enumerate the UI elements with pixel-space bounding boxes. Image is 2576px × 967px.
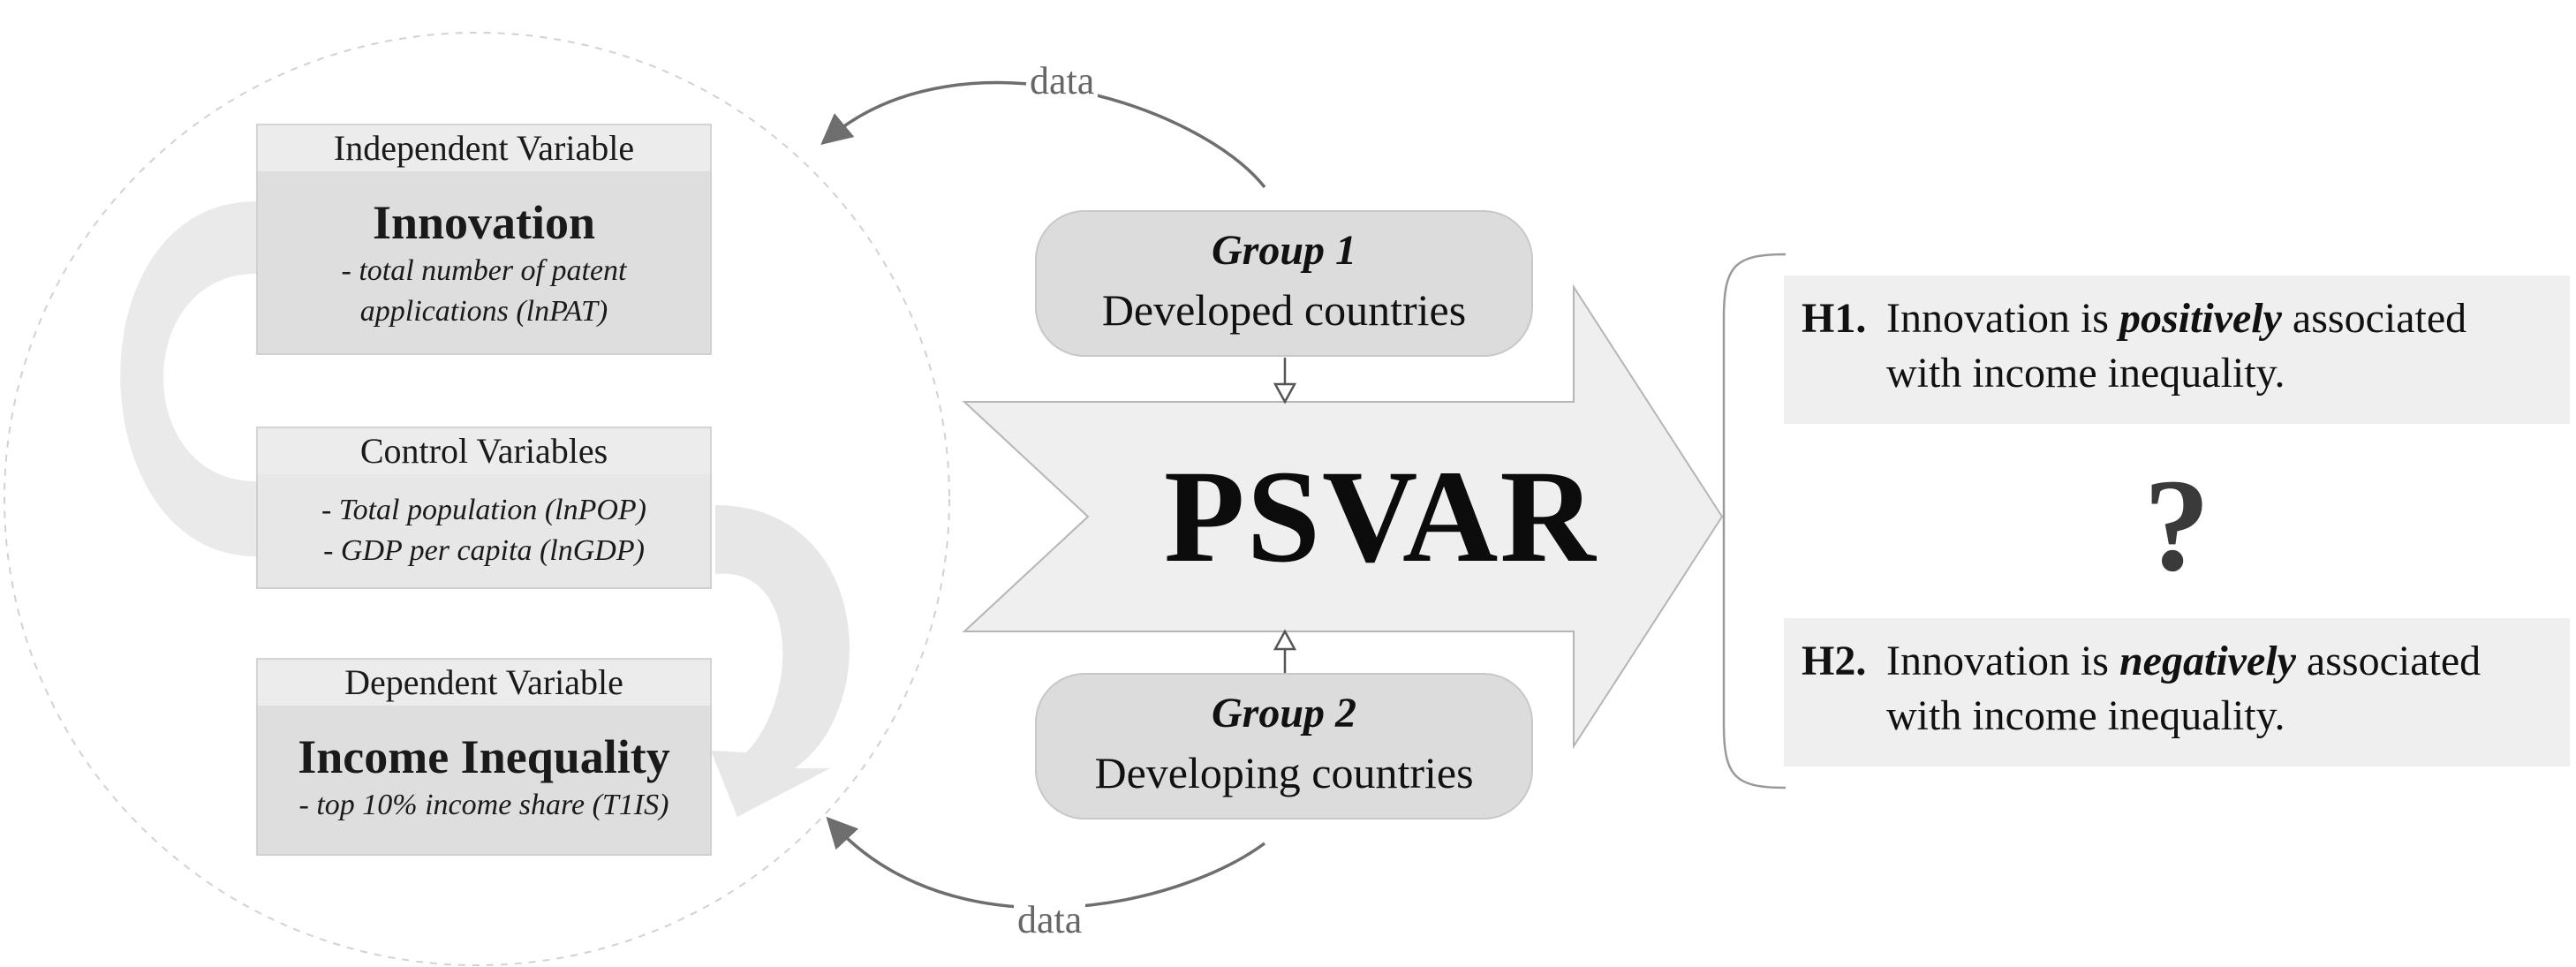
group1-box: Group 1 Developed countries (1035, 210, 1533, 357)
group2-subtitle: Developing countries (1094, 748, 1474, 797)
data-label-top: data (1026, 62, 1099, 101)
hypothesis-h1-before: Innovation is (1886, 295, 2119, 342)
independent-variable-header-text: Independent Variable (333, 128, 635, 168)
control-item-population: - Total population (lnPOP) (321, 494, 647, 526)
hypothesis-h2: H2. Innovation is negatively associated … (1784, 618, 2570, 767)
control-variables-header: Control Variables (256, 427, 712, 476)
innovation-desc-line1: - total number of patent (341, 254, 627, 287)
hypothesis-h1-text: Innovation is positively associated (1886, 291, 2466, 346)
hypothesis-h1-after: associated (2281, 295, 2467, 342)
hypothesis-h2-id: H2. (1802, 638, 1867, 684)
hypothesis-h2-line1: H2. Innovation is negatively associated (1802, 634, 2556, 689)
data-arrow-bottom (826, 816, 1266, 910)
group1-arrowhead (1273, 382, 1297, 404)
hypothesis-h1-line2: with income inequality. (1886, 350, 2285, 397)
hypothesis-h1: H1. Innovation is positively associated … (1784, 276, 2570, 424)
innovation-desc-line2: applications (lnPAT) (359, 295, 608, 328)
dependent-variable-header: Dependent Variable (256, 658, 712, 707)
question-mark: ? (2143, 452, 2210, 599)
group2-box: Group 2 Developing countries (1035, 673, 1533, 820)
hypothesis-h1-line2-row: with income inequality. (1802, 346, 2556, 401)
income-inequality-title: Income Inequality (298, 730, 670, 783)
dependent-variable-box: Income Inequality - top 10% income share… (256, 706, 712, 856)
hypothesis-h2-text: Innovation is negatively associated (1886, 634, 2481, 689)
independent-variable-box: Innovation - total number of patent appl… (256, 171, 712, 355)
group2-title: Group 2 (1211, 690, 1357, 737)
hypothesis-h2-line2-row: with income inequality. (1802, 689, 2556, 744)
psvar-label: PSVAR (1164, 443, 1598, 590)
group1-subtitle: Developed countries (1101, 285, 1467, 335)
group1-title: Group 1 (1211, 227, 1357, 274)
hypotheses-brace (1722, 253, 1787, 789)
independent-variable-header: Independent Variable (256, 124, 712, 173)
flow-innovation-to-control (120, 201, 256, 556)
hypothesis-h2-after: associated (2295, 638, 2482, 684)
control-item-gdp: - GDP per capita (lnGDP) (323, 534, 645, 567)
hypothesis-h2-emphasis: negatively (2119, 638, 2296, 684)
hypothesis-h1-emphasis: positively (2119, 295, 2282, 342)
dependent-variable-header-text: Dependent Variable (344, 662, 623, 702)
flow-control-to-dependent (711, 505, 850, 817)
hypothesis-h2-line2: with income inequality. (1886, 692, 2285, 739)
group2-arrowhead (1273, 629, 1297, 651)
variables-circle (4, 32, 950, 966)
hypothesis-h1-line1: H1. Innovation is positively associated (1802, 291, 2556, 346)
control-variables-box: - Total population (lnPOP) - GDP per cap… (256, 474, 712, 589)
data-label-bottom: data (1014, 901, 1086, 940)
innovation-title: Innovation (372, 196, 596, 249)
control-variables-header-text: Control Variables (359, 431, 608, 471)
hypothesis-h1-id: H1. (1802, 295, 1867, 342)
psvar-arrow (962, 283, 1724, 750)
income-inequality-desc: - top 10% income share (T1IS) (298, 789, 669, 821)
hypothesis-h2-before: Innovation is (1886, 638, 2119, 684)
